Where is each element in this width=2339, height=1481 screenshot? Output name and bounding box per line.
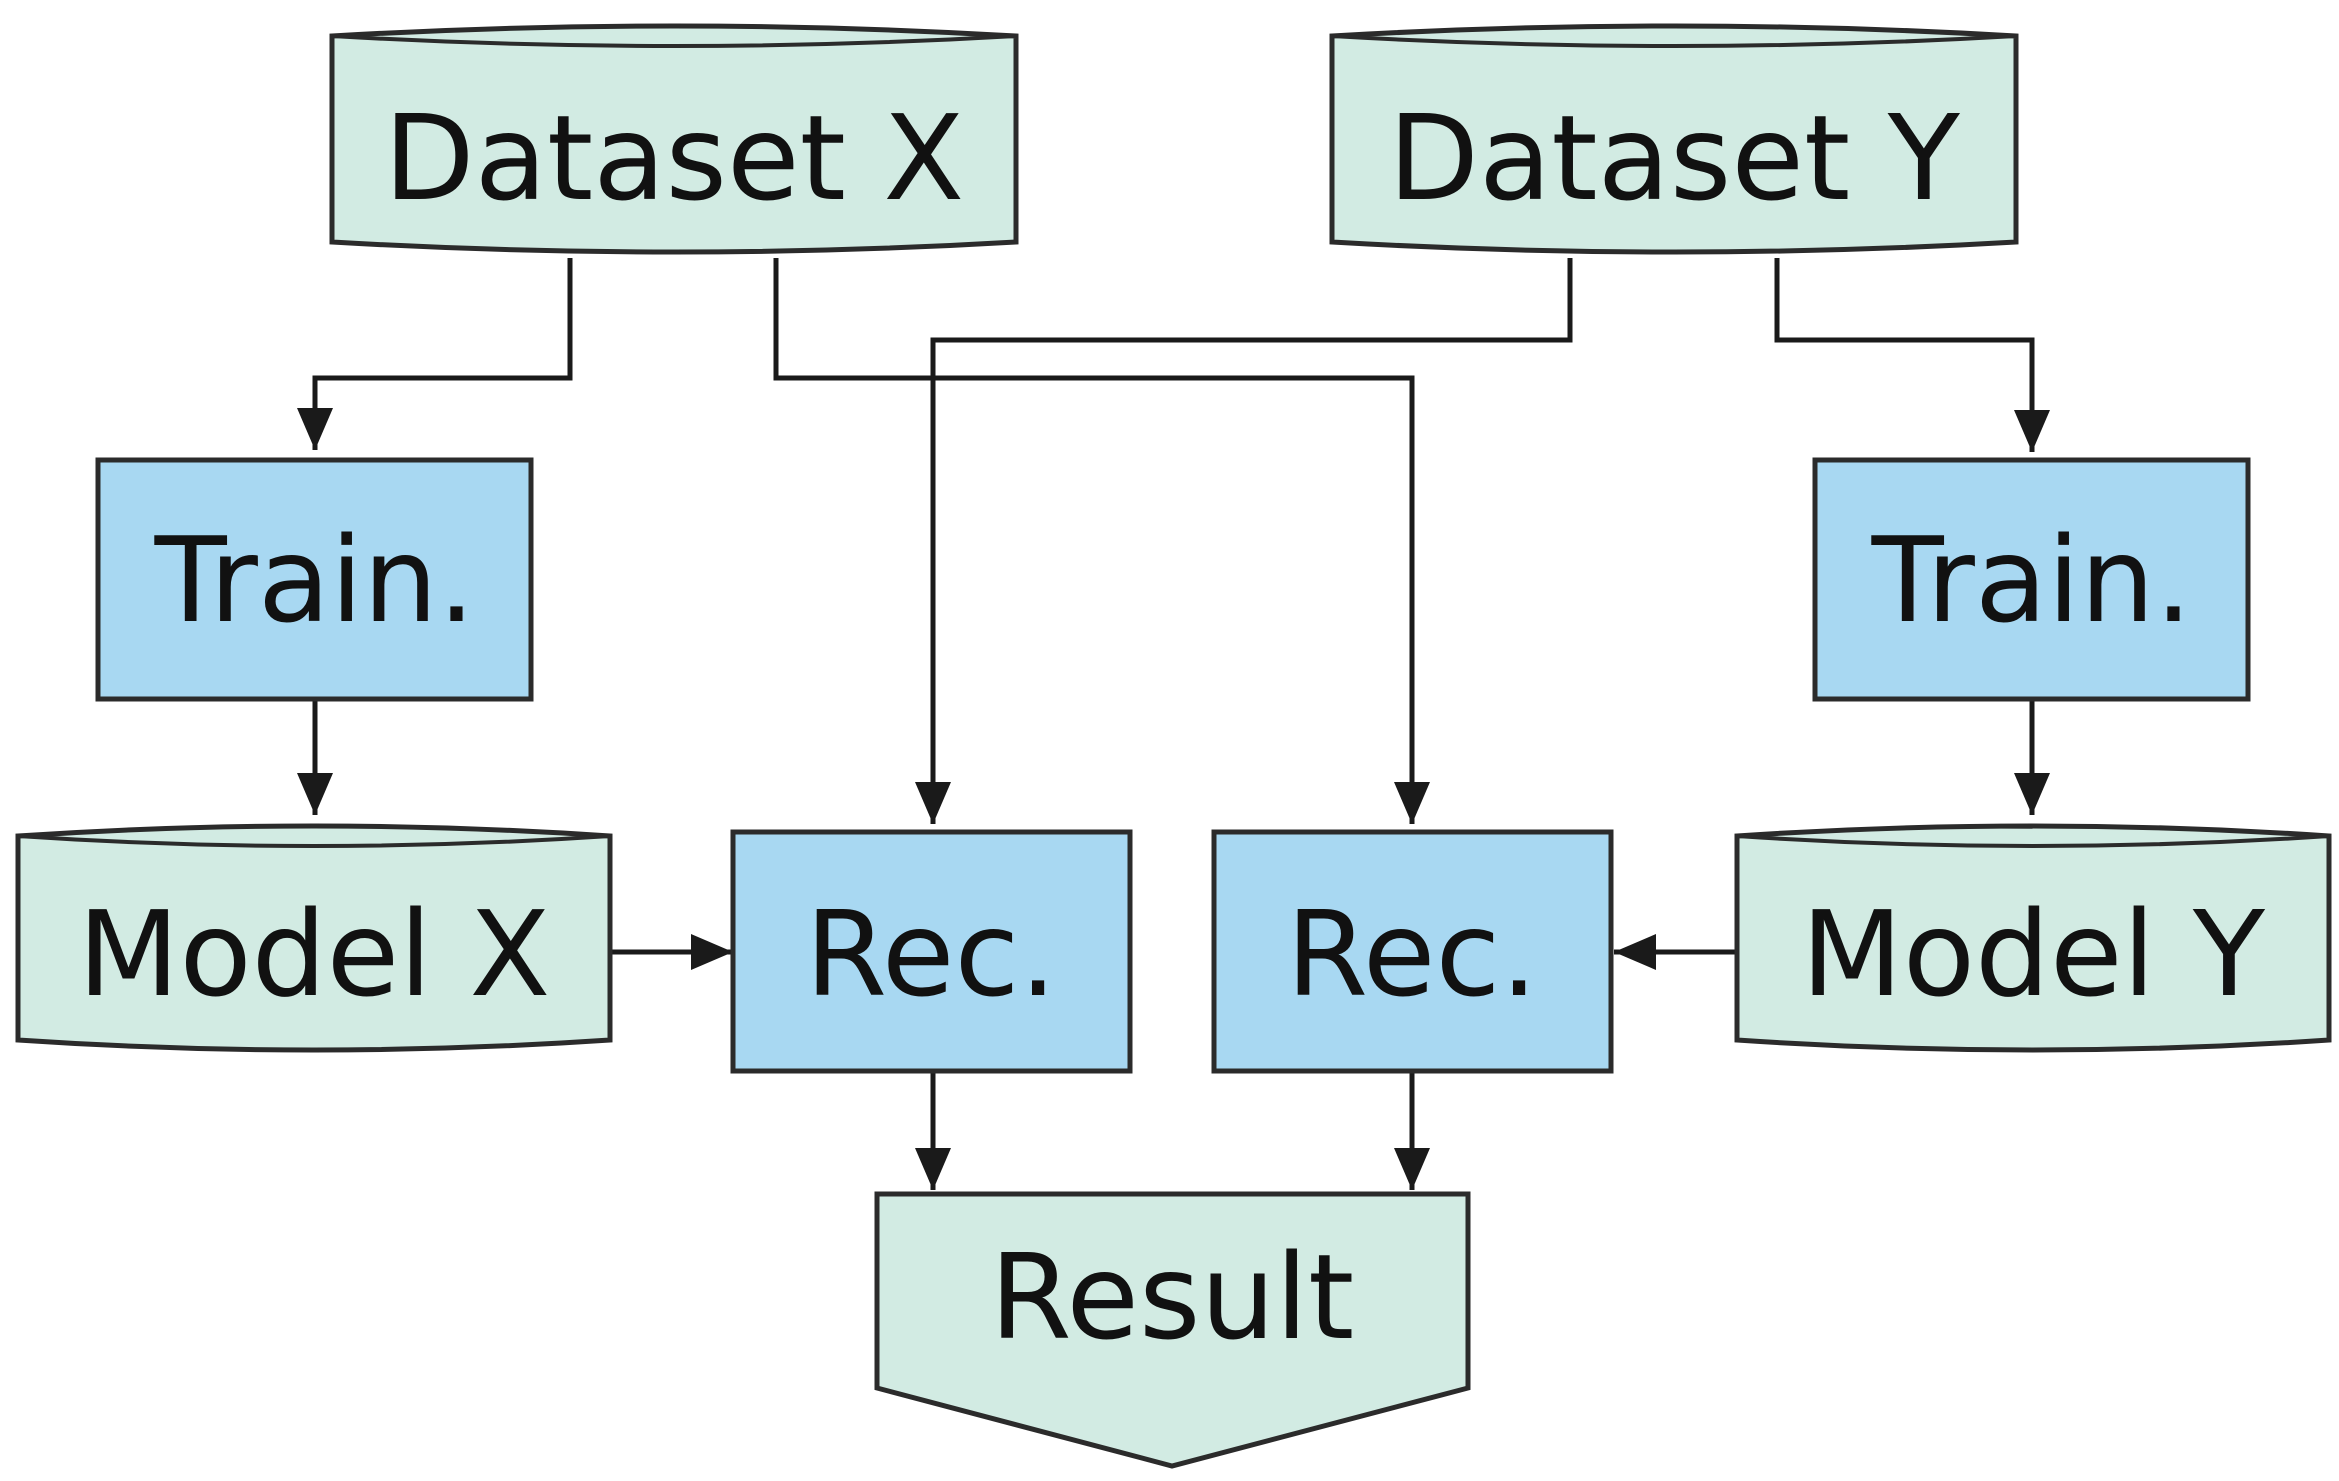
- arrowhead-train-y: [2014, 410, 2050, 452]
- rec-x-label: Rec.: [805, 885, 1057, 1023]
- edge-dataset-x-to-rec-y: [773, 258, 1415, 824]
- node-result: Result: [874, 1191, 1471, 1469]
- arrowhead-rec-x-left: [691, 934, 733, 970]
- arrowheads-layer: [297, 408, 2050, 1190]
- cylinder-top-rim: [1331, 34, 2017, 48]
- database-icon: [15, 823, 613, 1053]
- arrowhead-rec-x-top: [915, 782, 951, 824]
- edge-dataset-y-to-train-y: [1774, 258, 2035, 452]
- rec-y-label: Rec.: [1286, 885, 1538, 1023]
- database-icon: [1734, 823, 2332, 1053]
- edges-layer: [312, 258, 2035, 1190]
- edge-dataset-x-to-train-x: [312, 258, 573, 450]
- arrowhead-model-y: [2014, 773, 2050, 815]
- arrowhead-model-x: [297, 773, 333, 815]
- node-rec-x: Rec.: [730, 829, 1133, 1074]
- dataset-y-label: Dataset Y: [1388, 89, 1961, 227]
- node-dataset-x: Dataset X: [329, 23, 1019, 255]
- node-rec-y: Rec.: [1211, 829, 1614, 1074]
- train-x-label: Train.: [154, 511, 476, 649]
- database-icon: [1329, 23, 2019, 255]
- model-y-label: Model Y: [1801, 885, 2266, 1023]
- result-label: Result: [990, 1228, 1355, 1366]
- cylinder-top-rim: [1736, 834, 2330, 848]
- dataset-x-label: Dataset X: [384, 89, 964, 227]
- model-x-label: Model X: [78, 885, 551, 1023]
- arrowhead-rec-y-right: [1614, 934, 1656, 970]
- cylinder-top-rim: [331, 34, 1017, 48]
- train-y-box: [1812, 457, 2251, 702]
- node-dataset-y: Dataset Y: [1329, 23, 2019, 255]
- node-model-y: Model Y: [1734, 823, 2332, 1053]
- arrowhead-result-right: [1394, 1148, 1430, 1190]
- rec-x-box: [730, 829, 1133, 1074]
- arrowhead-rec-y-top: [1394, 782, 1430, 824]
- node-model-x: Model X: [15, 823, 613, 1053]
- rec-y-box: [1211, 829, 1614, 1074]
- arrowhead-train-x: [297, 408, 333, 450]
- database-icon: [329, 23, 1019, 255]
- edge-dataset-y-to-rec-x: [930, 258, 1573, 824]
- arrowhead-result-left: [915, 1148, 951, 1190]
- train-x-box: [95, 457, 534, 702]
- node-train-x: Train.: [95, 457, 534, 702]
- train-y-label: Train.: [1871, 511, 2193, 649]
- offpage-connector-icon: [874, 1191, 1471, 1469]
- cylinder-top-rim: [17, 834, 611, 848]
- node-train-y: Train.: [1812, 457, 2251, 702]
